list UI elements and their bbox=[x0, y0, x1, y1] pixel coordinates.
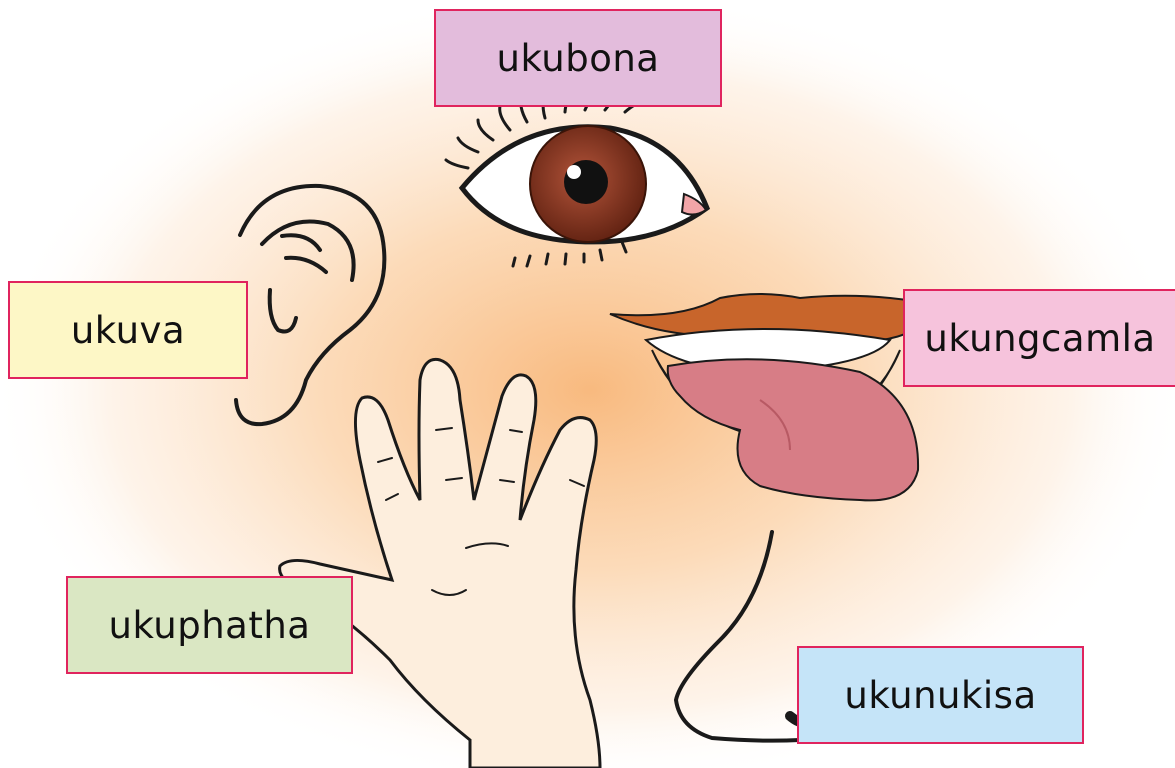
label-ukungcamla: ukungcamla bbox=[903, 289, 1175, 387]
label-ukuphatha: ukuphatha bbox=[66, 576, 353, 674]
label-ukubona: ukubona bbox=[434, 9, 722, 107]
label-ukunukisa: ukunukisa bbox=[797, 646, 1084, 744]
label-ukuva: ukuva bbox=[8, 281, 248, 379]
